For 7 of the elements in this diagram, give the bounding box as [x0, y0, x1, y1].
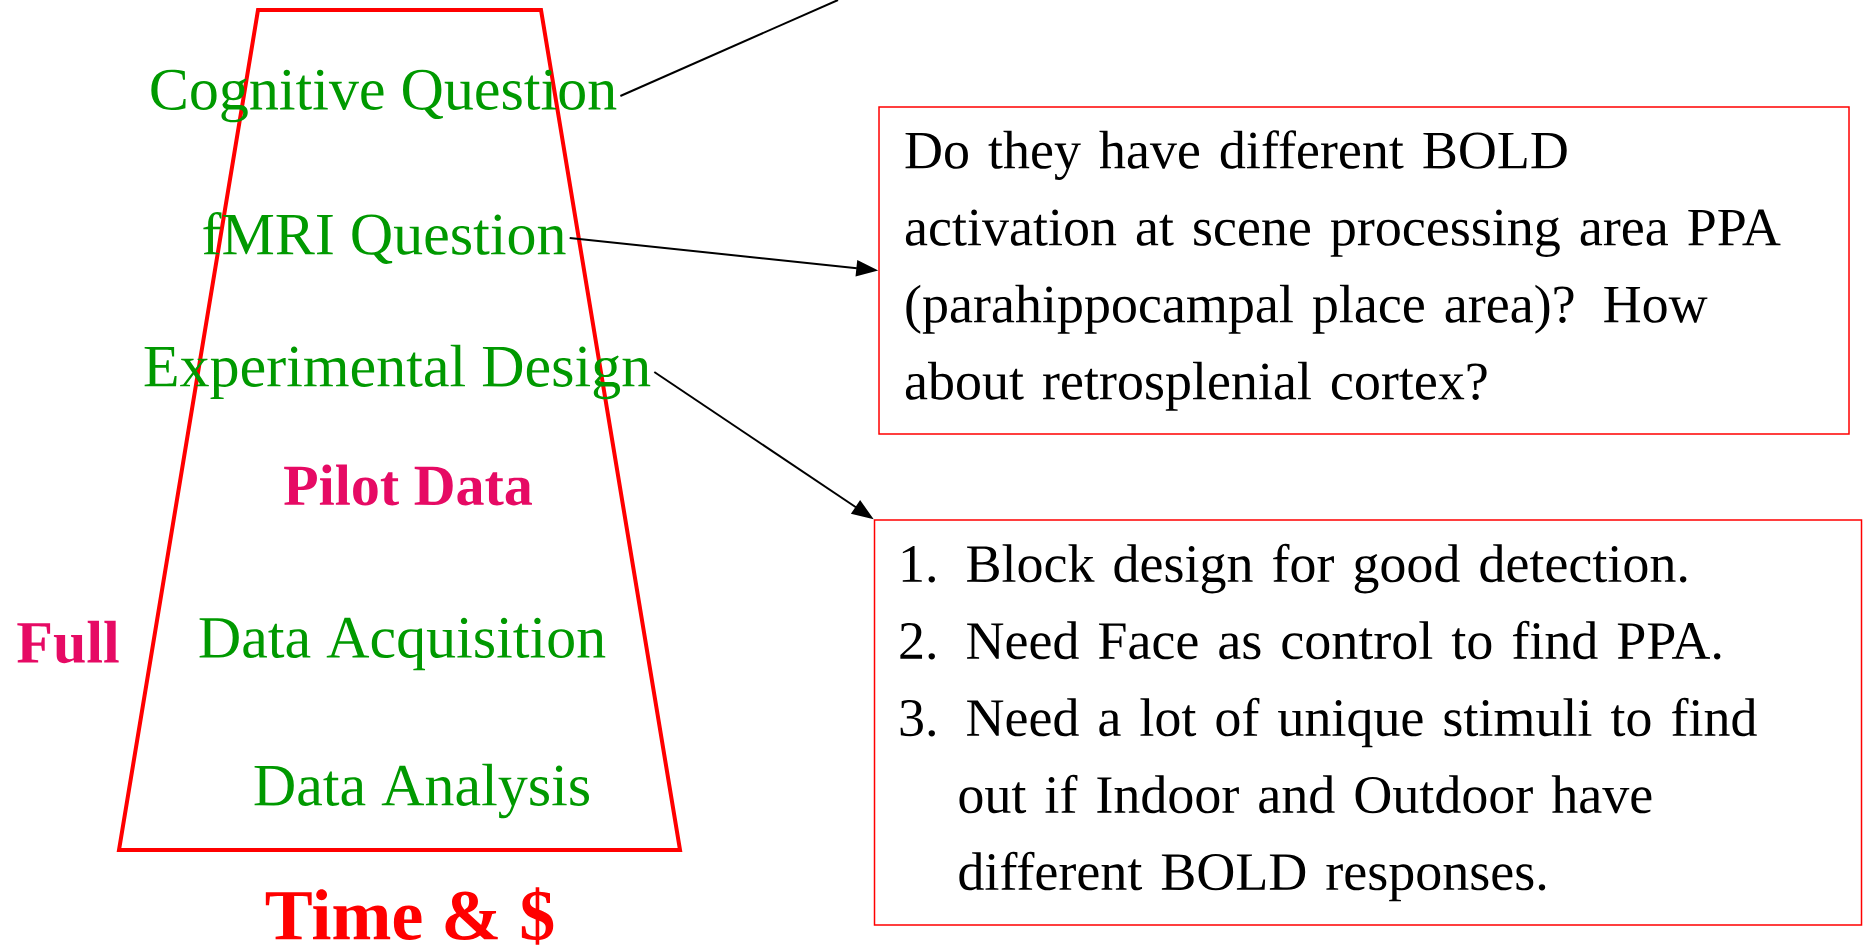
text-box: 1. Block design for good detection. 2. Need Face as control to find PPA. 3. Need a lot of unique stimuli to find out if Indoor and Outdoor have different BOLD responses.: [873, 519, 1863, 926]
stage-label: Pilot Data: [284, 464, 532, 506]
side-label: Full: [17, 620, 119, 664]
stage-label: Data Acquisition: [199, 617, 606, 671]
text-box: Do they have different BOLD activation at scene processing area PPA (parahippocampal place area)? How about retrosplenial cortex?: [878, 106, 1850, 435]
stage-label: Data Analysis: [254, 763, 589, 819]
side-label: Time & $: [265, 887, 554, 945]
